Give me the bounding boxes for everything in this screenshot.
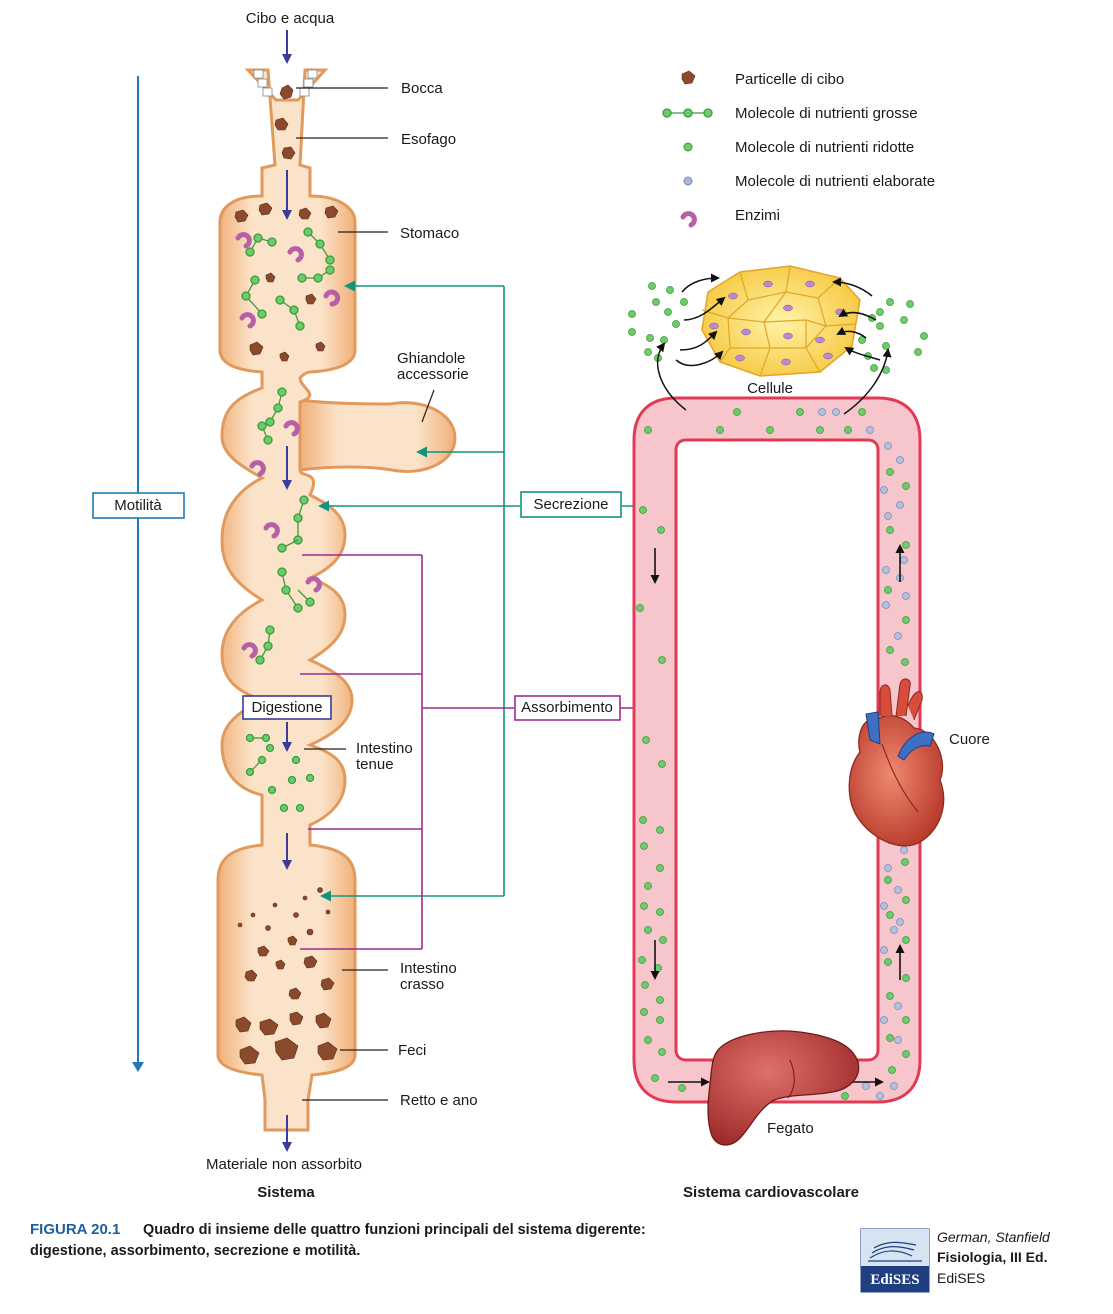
liver xyxy=(707,1030,860,1146)
cell-uptake-arrows xyxy=(656,273,892,415)
legend: Particelle di cibo Molecole di nutrienti… xyxy=(662,70,935,228)
glands-label-2: accessorie xyxy=(397,366,469,383)
logo-text: EdiSES xyxy=(870,1272,919,1288)
legend-label-2: Molecole di nutrienti ridotte xyxy=(735,139,914,156)
body-cells xyxy=(701,265,861,377)
large-nutrient-molecules xyxy=(241,227,335,813)
motility-box: Motilità xyxy=(92,492,185,519)
secretion-lines xyxy=(318,280,658,902)
blood-nutrients-green xyxy=(636,408,910,1100)
legend-label-1: Molecole di nutrienti grosse xyxy=(735,105,918,122)
secretion-label: Secrezione xyxy=(533,496,608,513)
glands-label-1: Ghiandole xyxy=(397,350,465,367)
small-intestine-label-2: tenue xyxy=(356,756,394,773)
caption-line-1: Quadro di insieme delle quattro funzioni… xyxy=(143,1222,646,1238)
rectum-label: Retto e ano xyxy=(400,1092,478,1109)
blood-nutrients-processed xyxy=(818,408,910,1100)
enzyme-icon xyxy=(680,211,697,228)
absorption-box: Assorbimento xyxy=(514,695,621,721)
small-molecule-icon xyxy=(683,142,693,152)
digestive-tract xyxy=(216,68,457,1132)
stomach-label: Stomaco xyxy=(400,225,459,242)
publisher-name: EdiSES xyxy=(937,1270,985,1286)
food-particle-icon xyxy=(681,70,696,85)
cells-label: Cellule xyxy=(747,380,793,397)
digestion-box: Digestione xyxy=(242,695,332,720)
processed-molecule-icon xyxy=(683,176,693,186)
food-particles xyxy=(234,84,339,1065)
heart-label: Cuore xyxy=(949,731,990,748)
cardiovascular-system-title: Sistema cardiovascolare xyxy=(683,1184,859,1201)
accessory-glands xyxy=(298,398,457,473)
heart xyxy=(848,678,945,847)
legend-label-4: Enzimi xyxy=(735,207,780,224)
caption-line-2: digestione, assorbimento, secrezione e m… xyxy=(30,1243,360,1259)
mouth-label: Bocca xyxy=(401,80,443,97)
output-label: Materiale non assorbito xyxy=(206,1156,362,1173)
publisher-logo: EdiSES xyxy=(860,1228,930,1293)
motility-label: Motilità xyxy=(114,497,162,514)
publisher-book: Fisiologia, III Ed. xyxy=(937,1249,1047,1265)
publisher-authors: German, Stanfield xyxy=(937,1229,1051,1245)
secretion-box: Secrezione xyxy=(520,491,622,518)
large-molecule-icon xyxy=(662,108,713,118)
enzymes xyxy=(235,232,341,659)
liver-label: Fegato xyxy=(767,1120,814,1137)
esophagus-label: Esofago xyxy=(401,131,456,148)
teeth xyxy=(253,69,318,97)
input-label: Cibo e acqua xyxy=(246,10,335,27)
legend-label-3: Molecole di nutrienti elaborate xyxy=(735,173,935,190)
digestion-label: Digestione xyxy=(252,699,323,716)
large-intestine-label-2: crasso xyxy=(400,976,444,993)
absorption-label: Assorbimento xyxy=(521,699,613,716)
digestive-system-title: Sistema xyxy=(257,1184,315,1201)
small-intestine-label-1: Intestino xyxy=(356,740,413,757)
figure-number: FIGURA 20.1 xyxy=(30,1221,120,1238)
legend-label-0: Particelle di cibo xyxy=(735,71,844,88)
book-icon xyxy=(868,1241,922,1262)
label-leaders xyxy=(296,87,435,1101)
feces-label: Feci xyxy=(398,1042,426,1059)
large-intestine-label-1: Intestino xyxy=(400,960,457,977)
